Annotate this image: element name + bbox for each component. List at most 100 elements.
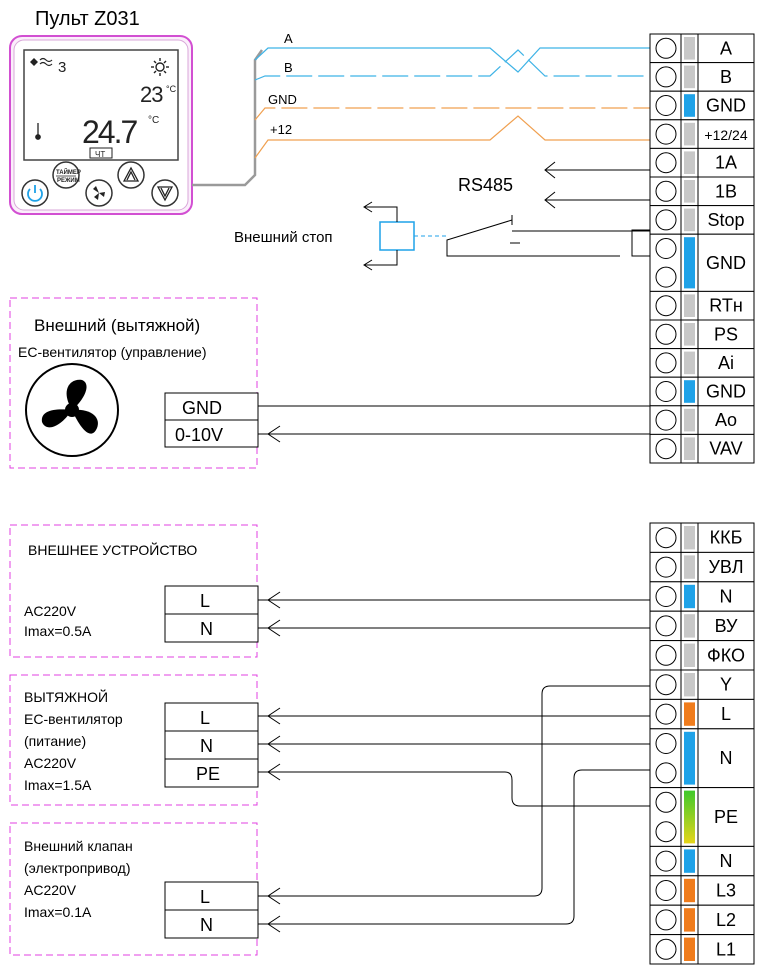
power-button[interactable] [21,179,49,207]
terminal-marker [684,437,695,460]
terminal-увл-1: УВЛ [649,551,755,583]
terminal-label: L3 [716,881,736,901]
screw-terminal [655,762,677,784]
terminal-marker [684,555,695,579]
screw-terminal [655,556,677,578]
terminal-label: PS [714,324,738,344]
thermometer-icon [35,123,41,140]
screw-terminal [655,791,677,813]
day-indicator: ЧТ [95,150,105,159]
exhaust-line-4: AC220V [24,755,77,771]
set-temp-unit: °C [148,115,159,126]
terminal-marker [684,673,695,697]
exhaust-line-3: (питание) [24,733,86,749]
terminal-label: ВУ [715,616,738,636]
ec-fan-title-2: EC-вентилятор (управление) [18,344,207,360]
screw-terminal [655,438,677,460]
panel-title: Пульт Z031 [35,8,140,30]
terminal-marker [684,526,695,550]
screw-terminal [655,266,677,288]
screw-terminal [655,674,677,696]
terminal-gnd-11: GND [649,376,755,407]
terminal-l-6: L [649,698,755,730]
terminal-marker [684,94,695,117]
valve-line-4: Imax=0.1A [24,904,92,920]
screw-terminal [655,909,677,931]
terminal-marker [684,294,695,317]
terminal-marker [684,208,695,232]
screw-terminal [655,95,677,116]
screw-terminal [655,238,677,259]
timer-mode-button[interactable]: ТАЙМЕР РЕЖИМ [52,161,81,189]
terminal-l1-12: L1 [649,934,755,965]
terminal-label: 1A [715,153,737,173]
terminal-marker [684,380,695,403]
terminal-label: GND [706,253,746,273]
terminal-pe-8: PE [649,787,755,847]
terminal-marker [684,237,695,289]
valve-wires [258,685,666,933]
terminal-marker [684,790,695,844]
screw-terminal [655,586,677,607]
terminal-label: +12/24 [704,127,747,143]
screw-terminal [655,409,677,431]
terminal-rtн-8: RTн [649,290,755,321]
terminal-label: N [720,587,733,607]
terminal-label: N [720,748,733,768]
sun-icon [151,58,169,76]
terminal-label: L1 [716,939,736,959]
screw-terminal [655,703,677,725]
terminal-фко-4: ФКО [649,640,755,671]
up-button[interactable] [117,161,145,189]
terminal-label: VAV [709,439,742,459]
set-temp: 24.7 [82,114,137,150]
screw-terminal [655,37,677,59]
screw-terminal [655,66,677,88]
valve-line-2: (электропривод) [24,860,131,876]
down-icon [156,186,174,202]
terminal-marker [684,584,695,609]
screw-terminal [655,850,677,872]
terminal-n-2: N [649,581,755,612]
screw-terminal [655,209,677,231]
terminal-marker [684,614,695,638]
terminal-marker [684,351,695,375]
room-temp-unit: °C [166,84,177,94]
terminal-ккб-0: ККБ [649,522,755,553]
external-stop-circuit [363,201,666,271]
panel-cable [192,49,264,187]
fan-mode-icon [30,57,53,67]
fan-button[interactable] [85,179,113,207]
terminal-ву-3: ВУ [649,610,755,642]
bus-wires [254,47,666,159]
down-button[interactable] [151,179,179,207]
terminal-n-7: N [649,728,755,789]
power-icon [27,185,43,202]
terminal-1224-3: +12/24 [649,119,755,149]
terminal-marker [684,937,695,961]
terminal-marker [684,65,695,89]
screw-terminal [655,527,677,549]
terminal-marker [684,180,695,203]
timer-label: ТАЙМЕР [56,168,81,176]
external-device-l: L [200,591,210,611]
ec-fan-wires [258,405,666,443]
terminal-label: ККБ [710,528,743,548]
terminal-marker [684,122,695,146]
terminal-marker [684,323,695,346]
terminal-label: GND [706,96,746,116]
exhaust-line-5: Imax=1.5A [24,777,92,793]
lcd-screen [23,49,179,161]
terminal-label: 1B [715,181,737,201]
terminal-l3-10: L3 [649,875,755,906]
terminal-label: GND [706,382,746,402]
screw-terminal [655,733,677,754]
screw-terminal [655,880,677,901]
screw-terminal [655,152,677,174]
fan-icon [93,186,105,200]
svg-text:3: 3 [58,59,66,76]
external-device-title: ВНЕШНЕЕ УСТРОЙСТВО [28,541,197,558]
exhaust-line-1: ВЫТЯЖНОЙ [24,688,108,705]
terminal-label: PE [714,807,738,827]
